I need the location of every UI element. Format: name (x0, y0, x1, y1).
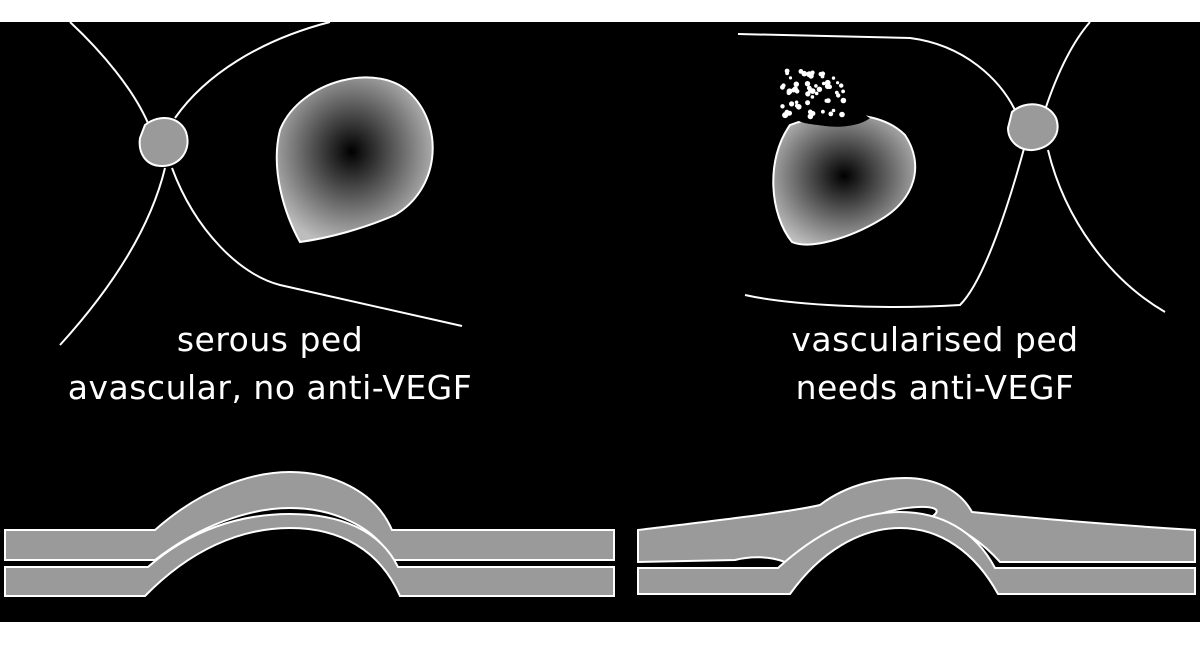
cnv-dot (785, 71, 789, 76)
right-rpe-band (637, 510, 1196, 595)
cnv-dot (787, 110, 792, 116)
left-optic-disc (138, 116, 189, 168)
left-vessel-lower-left (59, 167, 166, 346)
cnv-dot (821, 109, 825, 114)
cnv-dot (839, 83, 844, 88)
right-caption: vascularised ped needs anti-VEGF (740, 316, 1130, 412)
cnv-dot (807, 113, 814, 120)
cnv-dot (793, 81, 799, 87)
cnv-dot (821, 81, 826, 86)
cnv-dot (796, 104, 802, 110)
cnv-neovascular-dots (780, 68, 847, 120)
left-oct-section (4, 470, 615, 597)
cnv-dot (841, 89, 845, 94)
cnv-dot (831, 76, 836, 80)
right-vessel-lower-left (744, 144, 1026, 308)
right-caption-line1: vascularised ped (791, 320, 1079, 359)
cnv-dot (828, 111, 834, 117)
cnv-dot (836, 93, 841, 98)
cnv-dot (806, 85, 812, 91)
cnv-dot (794, 100, 799, 105)
cnv-dot (786, 90, 791, 96)
cnv-dot (780, 104, 785, 109)
right-caption-line2: needs anti-VEGF (795, 368, 1075, 407)
cnv-dot (810, 71, 815, 76)
cnv-dot (831, 108, 836, 113)
cnv-dot (814, 91, 819, 96)
right-fundus-view (737, 21, 1166, 313)
left-fundus-view (59, 21, 463, 346)
cnv-dot (818, 71, 823, 77)
cnv-dot (798, 69, 804, 74)
cnv-dot (780, 84, 785, 90)
cnv-dot (824, 83, 831, 90)
right-vessel-upper-right (1044, 21, 1091, 111)
cnv-dot (840, 97, 847, 104)
left-serous-ped (275, 76, 434, 244)
cnv-dot (805, 91, 811, 97)
cnv-dot (789, 101, 795, 107)
left-rpe-band (4, 512, 615, 597)
left-vessel-upper-left (69, 21, 151, 129)
cnv-dot (810, 95, 815, 99)
right-oct-section (637, 476, 1196, 595)
cnv-dot (788, 76, 793, 80)
right-vascularised-ped (772, 113, 917, 246)
cnv-dot (839, 111, 845, 118)
right-vessel-lower-right (1047, 149, 1166, 313)
cnv-dot (805, 100, 811, 106)
right-vessel-upper-left (737, 33, 1016, 111)
cnv-dot (816, 86, 823, 93)
left-caption-line1: serous ped (176, 320, 364, 359)
cnv-dot (814, 84, 818, 88)
left-retina-band (4, 470, 615, 561)
cnv-dot (824, 98, 829, 103)
cnv-dot (792, 86, 798, 92)
right-optic-disc (1006, 103, 1059, 152)
cnv-dot (804, 81, 811, 87)
left-vessel-lower-right (171, 167, 463, 327)
left-caption: serous ped avascular, no anti-VEGF (40, 316, 500, 412)
left-caption-line2: avascular, no anti-VEGF (67, 368, 473, 407)
left-vessel-upper-right (174, 21, 331, 119)
cnv-dot (836, 81, 840, 85)
